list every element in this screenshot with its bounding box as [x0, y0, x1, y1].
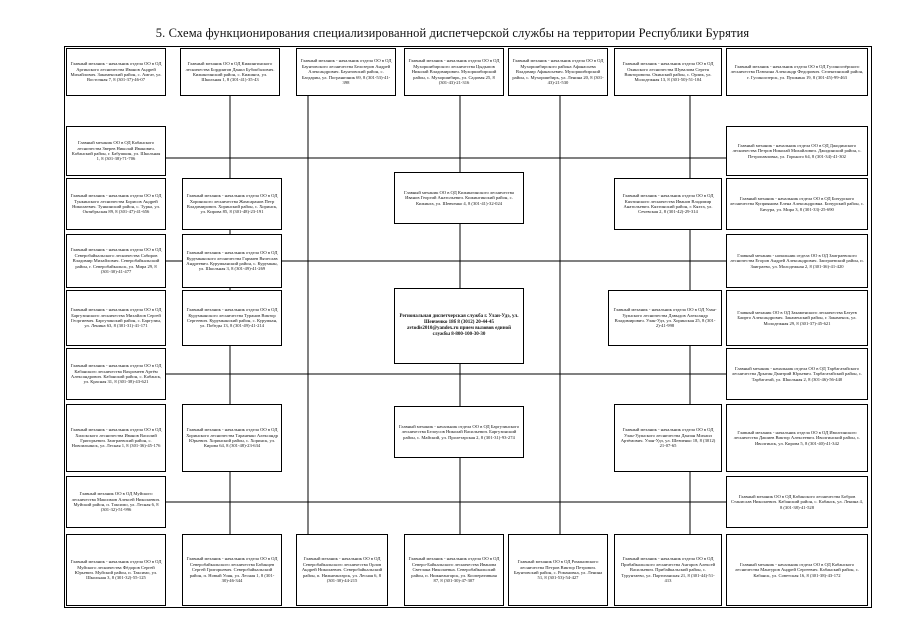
- org-box: Главный механик ОО в ОД Кабанского лесни…: [66, 126, 166, 176]
- org-box: Главный механик - начальник отдела ОО в …: [296, 48, 396, 96]
- org-box: Главный механик - начальник отдела ОО в …: [614, 534, 722, 606]
- org-box: Главный механик ОО в ОД Закаменского лес…: [726, 290, 868, 346]
- central-dispatch-box: Региональная диспетчерская служба г. Ула…: [394, 288, 524, 364]
- diagram-title: 5. Схема функционирования специализирова…: [155, 26, 750, 40]
- org-box: Главный механик - начальник отдела ОО в …: [182, 234, 282, 288]
- org-box: Главный механик ОО в ОД Кабанского лесни…: [726, 476, 868, 528]
- org-box: Главный механик - начальник отдела ОО в …: [182, 290, 282, 346]
- org-box: Главный механик - начальник отдела ОО в …: [394, 406, 524, 458]
- org-box: Главный механик - начальник отдела ОО в …: [726, 126, 868, 176]
- org-box: Главный механик ОО в ОД Кижингинского ле…: [180, 48, 280, 96]
- org-box: Главный механик - начальник отдела ОО в …: [66, 290, 166, 346]
- org-box: Главный механик - начальник отдела ОО в …: [66, 178, 166, 230]
- org-box: Главный механик - начальник отдела ОО в …: [66, 48, 166, 96]
- org-box: Главный механик - начальник отдела ОО в …: [66, 534, 166, 606]
- org-box: Главный механик - начальник отдела ОО в …: [182, 534, 282, 606]
- org-box: Главный механик - начальник отдела ОО в …: [726, 234, 868, 288]
- org-box: Главный механик - начальник отдела ОО в …: [608, 290, 722, 346]
- org-box: Главный механик - начальник отдела ОО в …: [66, 234, 166, 288]
- org-box: Главный механик - начальник отдела ОО в …: [726, 534, 868, 606]
- org-box: Главный механик - начальник отдела ОО в …: [726, 348, 868, 400]
- org-box: Главный механик - начальник ОО в ОД Севе…: [296, 534, 388, 606]
- org-box: Главный механик - начальник отдела ОО в …: [66, 348, 166, 400]
- org-box: Главный механик ОО в ОД Муйского лесниче…: [66, 476, 166, 528]
- org-box: Главный механик - начальник отдела ОО в …: [726, 404, 868, 472]
- org-box: Главный механик - начальник отдела ОО в …: [508, 48, 608, 96]
- org-box: Главный механик - начальник отдела ОО в …: [66, 404, 166, 472]
- org-box: Главный механик - начальник отдела ОО в …: [182, 178, 282, 230]
- org-box: Главный механик - начальник отдела ОО в …: [726, 48, 868, 96]
- org-box: Главный механик ОО в ОД Кижингинского ле…: [394, 172, 524, 224]
- org-box: Главный механик - начальник отдела ОО в …: [404, 48, 504, 96]
- org-box: Главный механик ОО в ОД Романовского лес…: [508, 534, 608, 606]
- diagram-frame: [64, 46, 872, 608]
- org-box: Главный механик - начальник отдела ОО в …: [726, 178, 868, 230]
- org-box: Главный механик - начальник отдела ОО в …: [182, 404, 282, 472]
- org-box: Главный механик - начальник отдела ОО в …: [614, 48, 722, 96]
- org-box: Главный механик - начальник отдела ОО в …: [404, 534, 504, 606]
- org-box: Главный механик - начальник отдела ОО в …: [614, 404, 722, 472]
- org-box: Главный механик - начальник отдела ОО в …: [614, 178, 722, 230]
